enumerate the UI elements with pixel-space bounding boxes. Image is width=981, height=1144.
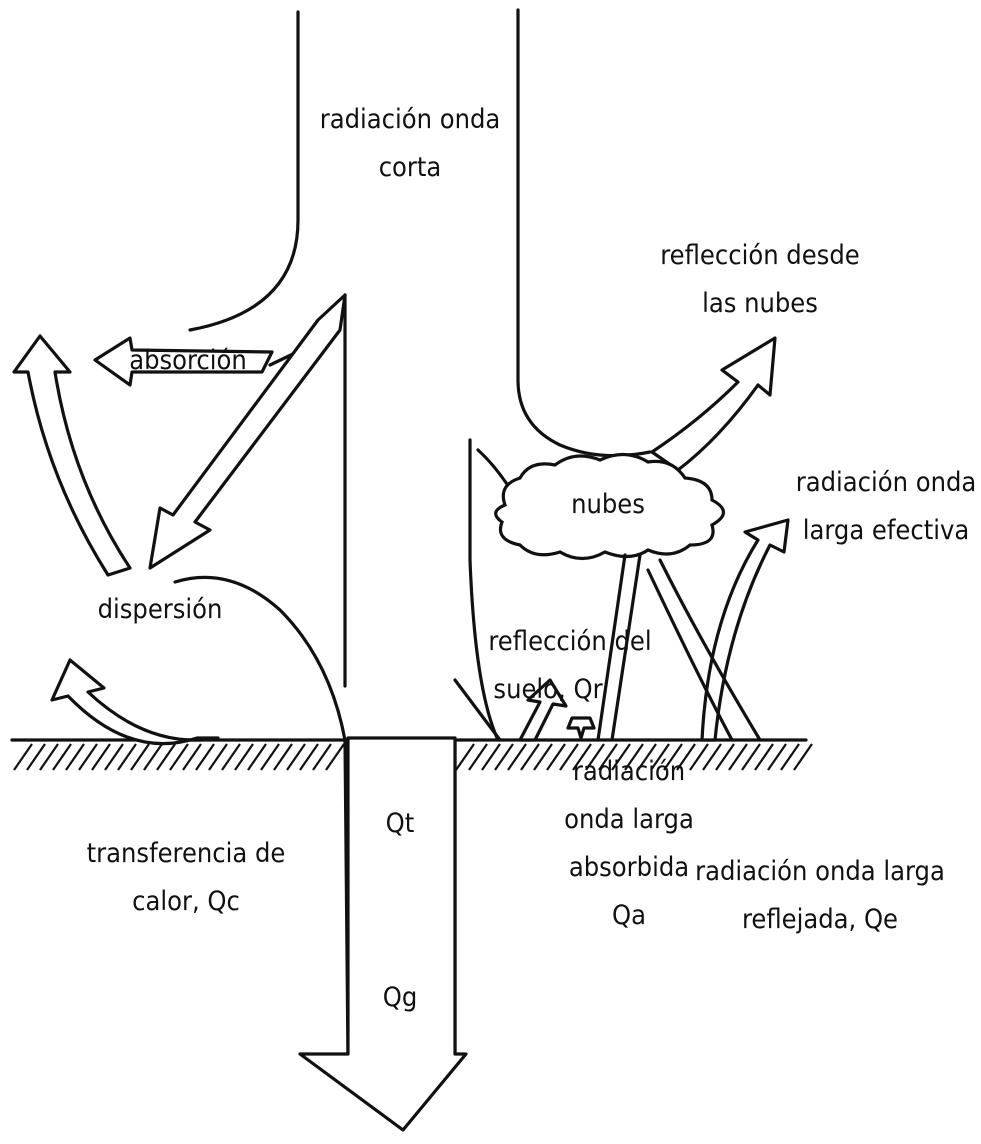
label-absorption: absorción (129, 345, 247, 376)
label-reflected-longwave-line2: reflejada, Qe (742, 904, 898, 935)
label-ground-reflection-line2: suelo, Qr (493, 674, 602, 705)
label-cloud-reflection-line2: las nubes (702, 288, 818, 319)
label-scattering: dispersión (98, 594, 223, 625)
absorbed-longwave-arrow (568, 718, 594, 738)
ground-hatching-left (14, 744, 344, 770)
qg-down-arrow (300, 738, 466, 1130)
label-absorbed-longwave-line2: onda larga (564, 804, 694, 835)
label-heat-transfer-line2: calor, Qc (132, 886, 240, 917)
label-effective-longwave-line1: radiación onda (796, 467, 977, 498)
label-qt: Qt (386, 808, 415, 839)
label-shortwave-line1: radiación onda (320, 104, 501, 135)
cloud-reflection-arrow (652, 338, 775, 470)
label-absorbed-longwave-line4: Qa (612, 900, 646, 931)
label-ground-reflection-line1: reflección del (488, 626, 651, 657)
scatter-down-arrow (150, 295, 345, 568)
label-qg: Qg (383, 982, 418, 1013)
label-effective-longwave-line2: larga efectiva (803, 515, 969, 546)
shortwave-trunk-left-edge (190, 12, 298, 330)
label-reflected-longwave-line1: radiación onda larga (695, 856, 945, 887)
label-absorbed-longwave-line1: radiación (573, 756, 685, 787)
shortwave-trunk-right-top (518, 10, 650, 456)
label-shortwave-line2: corta (379, 152, 442, 183)
label-heat-transfer-line1: transferencia de (87, 838, 286, 869)
label-clouds: nubes (571, 489, 645, 520)
label-cloud-reflection-line1: reflección desde (660, 240, 859, 271)
heat-transfer-arrow (52, 660, 218, 744)
label-absorbed-longwave-line3: absorbida (569, 852, 689, 883)
